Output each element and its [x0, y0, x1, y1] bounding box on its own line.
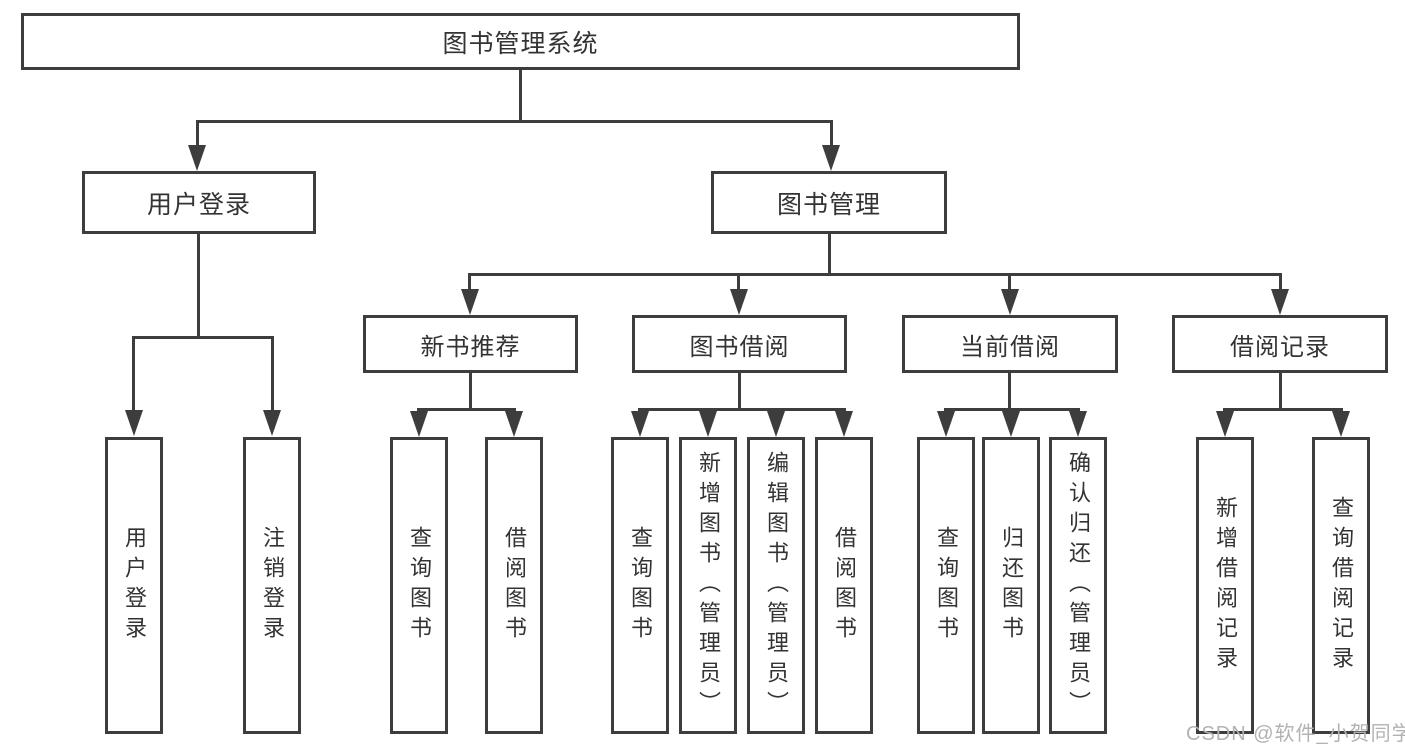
- arrow-down-icon: [835, 411, 853, 437]
- node-current-borrow: 当前借阅: [902, 315, 1118, 373]
- leaf-borrow-book-newbook: 借阅图书: [485, 437, 543, 734]
- arrow-down-icon: [937, 411, 955, 437]
- connector-line: [1279, 276, 1282, 290]
- arrow-down-icon: [410, 411, 428, 437]
- arrow-down-icon: [730, 289, 748, 315]
- connector-line: [738, 373, 741, 410]
- leaf-add-borrow-record: 新增借阅记录: [1196, 437, 1254, 734]
- arrow-down-icon: [125, 410, 143, 436]
- connector-line: [196, 120, 833, 123]
- node-book-borrow: 图书借阅: [632, 315, 847, 373]
- leaf-add-book-admin: 新增图书（管理员）: [679, 437, 737, 734]
- leaf-borrow-book: 借阅图书: [815, 437, 873, 734]
- leaf-confirm-return-admin: 确认归还（管理员）: [1049, 437, 1107, 734]
- node-root: 图书管理系统: [21, 13, 1020, 70]
- arrow-down-icon: [1271, 289, 1289, 315]
- connector-line: [638, 408, 846, 411]
- arrow-down-icon: [822, 145, 840, 171]
- connector-line: [468, 273, 1282, 276]
- arrow-down-icon: [188, 145, 206, 171]
- connector-line: [828, 234, 831, 275]
- connector-line: [469, 373, 472, 410]
- connector-line: [132, 339, 135, 412]
- leaf-edit-book-admin: 编辑图书（管理员）: [747, 437, 805, 734]
- connector-line: [132, 336, 274, 339]
- arrow-down-icon: [1001, 289, 1019, 315]
- leaf-query-book-newbook: 查询图书: [390, 437, 448, 734]
- connector-line: [468, 276, 471, 290]
- node-borrow-record: 借阅记录: [1172, 315, 1388, 373]
- connector-line: [944, 408, 1080, 411]
- arrow-down-icon: [699, 411, 717, 437]
- arrow-down-icon: [1332, 411, 1350, 437]
- arrow-down-icon: [631, 411, 649, 437]
- csdn-watermark: CSDN @软件_小贺同学: [1186, 723, 1405, 745]
- connector-line: [197, 234, 200, 338]
- leaf-user-login: 用户登录: [105, 437, 163, 734]
- connector-line: [737, 276, 740, 290]
- node-book-management: 图书管理: [711, 171, 947, 234]
- arrow-down-icon: [767, 411, 785, 437]
- connector-line: [1279, 373, 1282, 410]
- connector-line: [1008, 373, 1011, 410]
- connector-line: [830, 123, 833, 149]
- leaf-query-book-borrow: 查询图书: [611, 437, 669, 734]
- arrow-down-icon: [1069, 411, 1087, 437]
- connector-line: [1008, 276, 1011, 290]
- leaf-query-book-current: 查询图书: [917, 437, 975, 734]
- arrow-down-icon: [505, 411, 523, 437]
- arrow-down-icon: [461, 289, 479, 315]
- arrow-down-icon: [1216, 411, 1234, 437]
- leaf-return-book: 归还图书: [982, 437, 1040, 734]
- connector-line: [417, 408, 516, 411]
- node-new-book-recommend: 新书推荐: [363, 315, 578, 373]
- connector-line: [519, 70, 522, 120]
- node-user-login: 用户登录: [82, 171, 316, 234]
- arrow-down-icon: [263, 410, 281, 436]
- connector-line: [1223, 408, 1343, 411]
- leaf-query-borrow-record: 查询借阅记录: [1312, 437, 1370, 734]
- leaf-logout: 注销登录: [243, 437, 301, 734]
- connector-line: [271, 339, 274, 412]
- connector-line: [196, 123, 199, 149]
- arrow-down-icon: [1002, 411, 1020, 437]
